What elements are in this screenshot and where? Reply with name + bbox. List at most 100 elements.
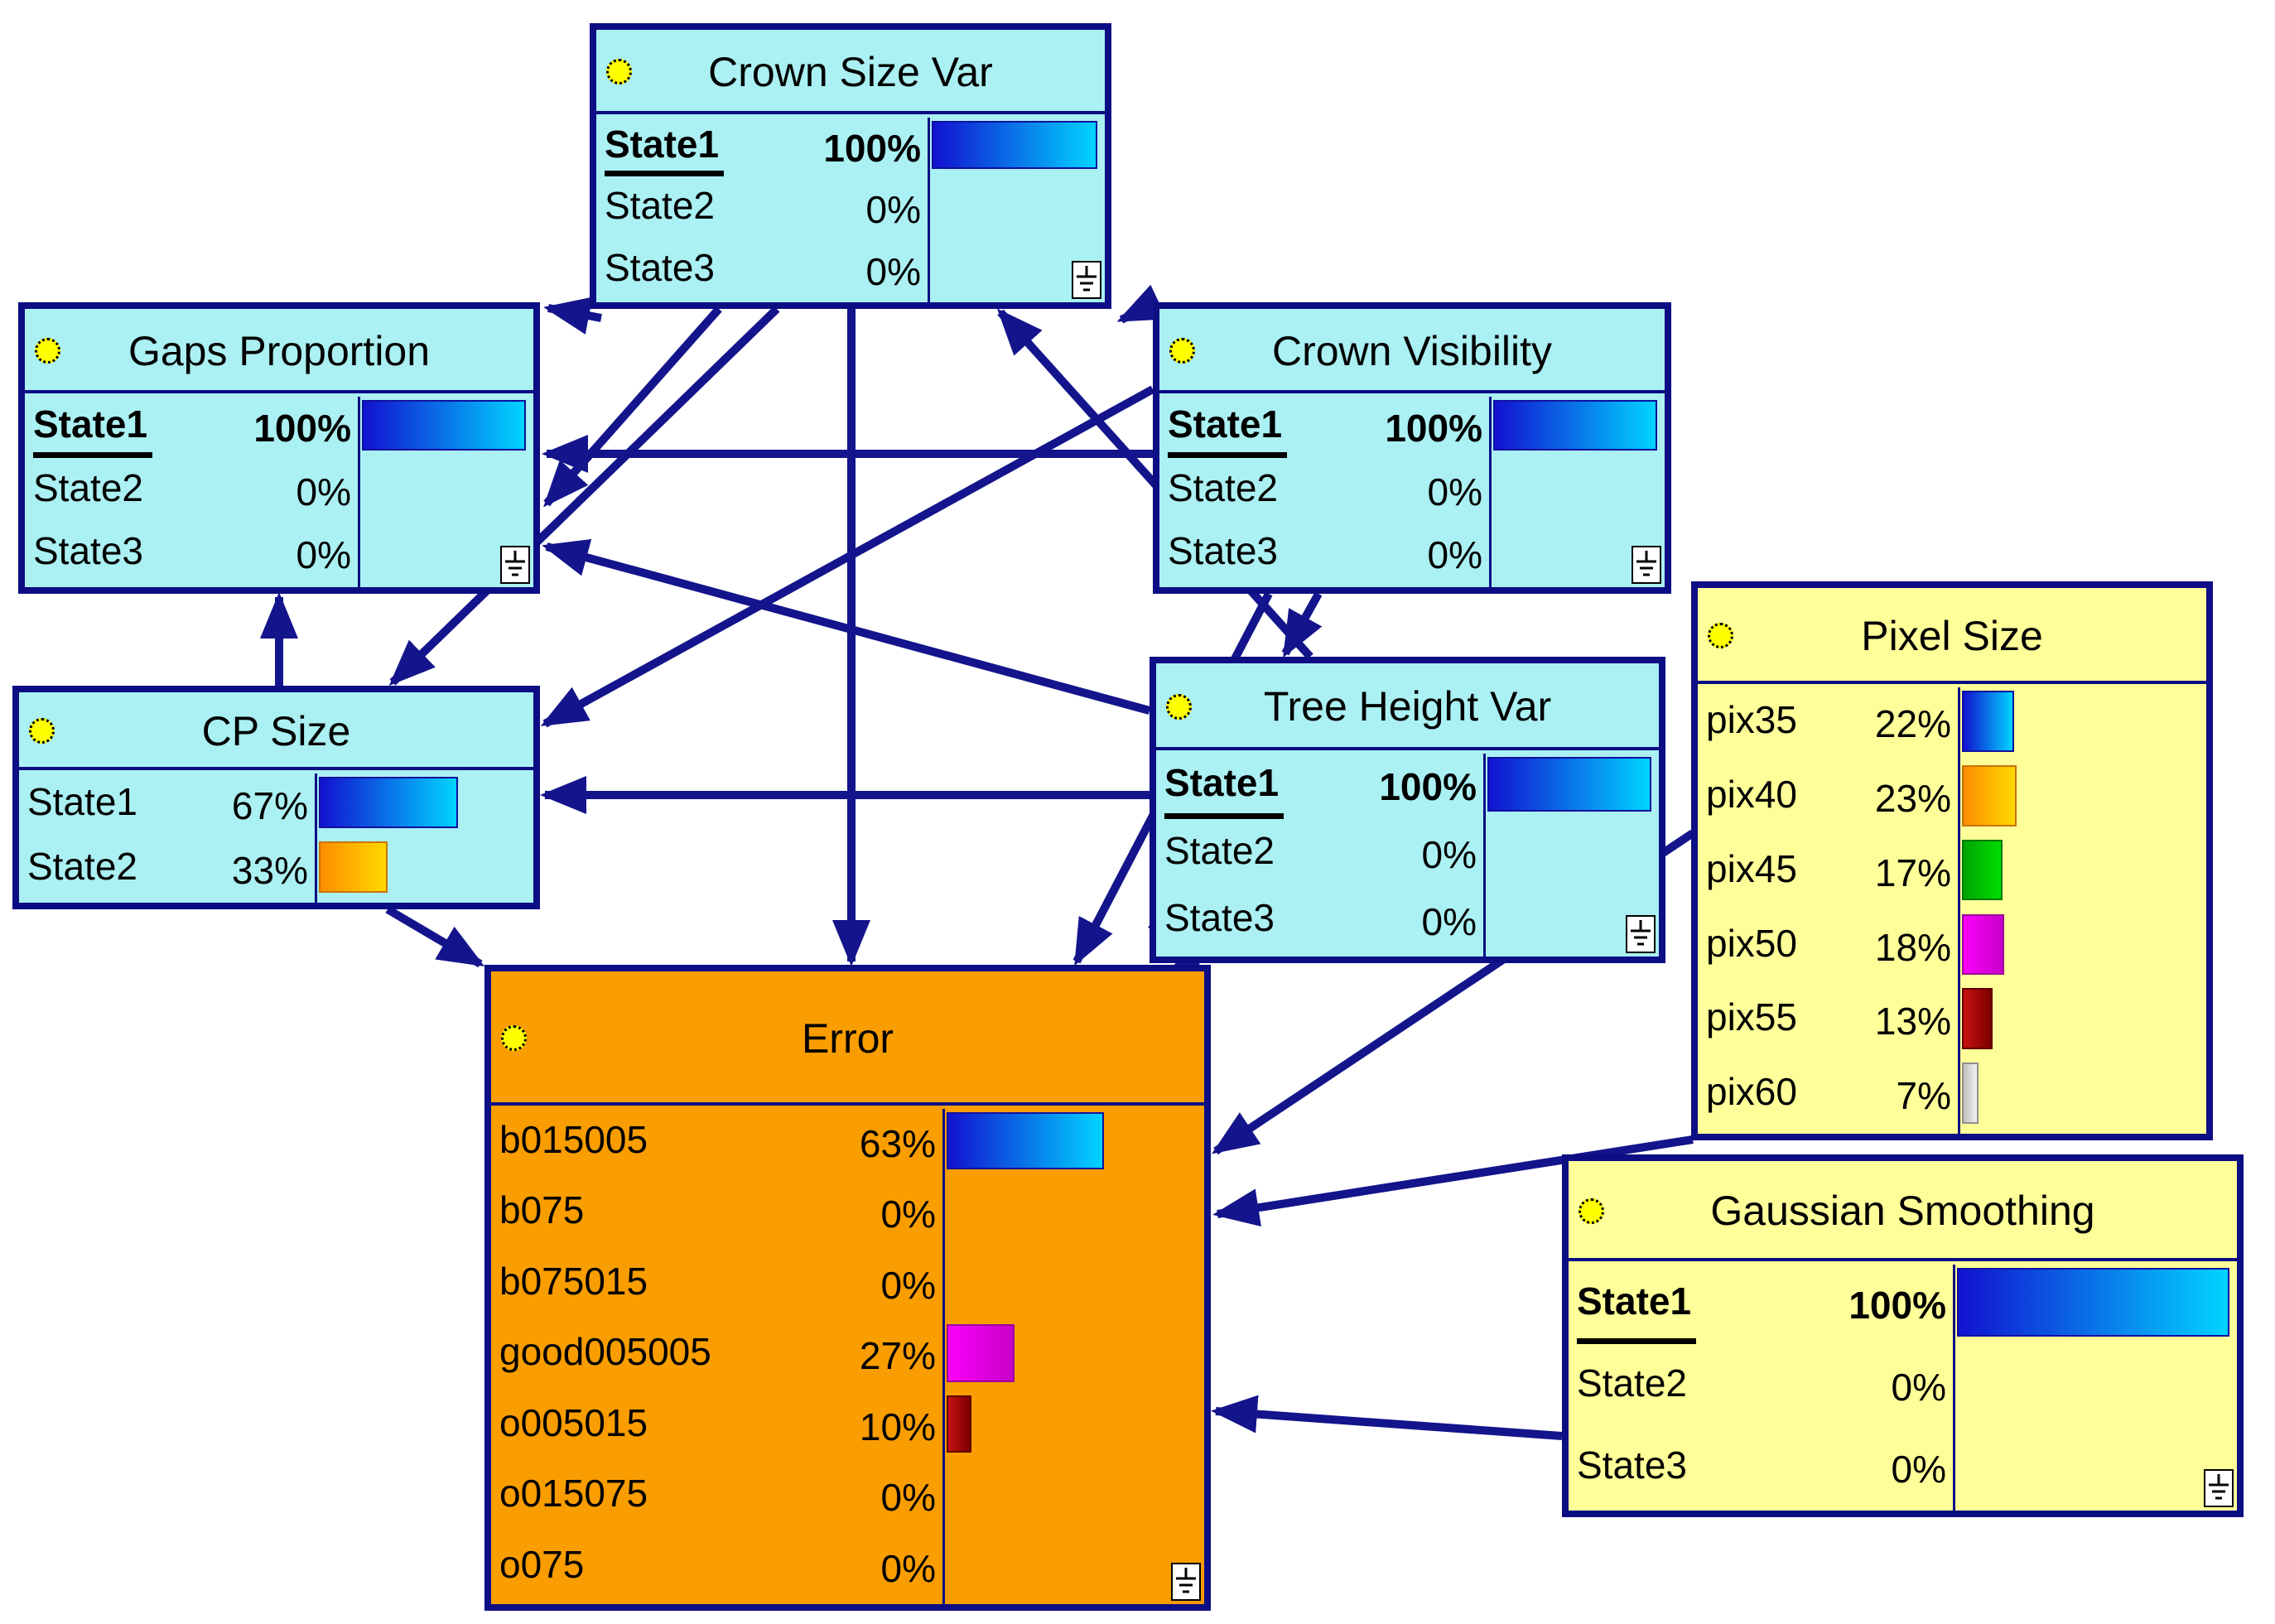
status-circle-icon — [35, 338, 60, 364]
edge-cp-size-to-error — [385, 905, 485, 968]
state-label: good005005 — [499, 1330, 711, 1374]
state-probability: 0% — [1427, 533, 1482, 577]
state-label: b075015 — [499, 1259, 648, 1303]
state-probability: 0% — [1891, 1366, 1946, 1409]
state-probability: 0% — [1421, 832, 1477, 876]
state-probability: 33% — [231, 849, 308, 892]
state-row-pix40: pix40 23% — [1698, 762, 2206, 836]
state-label: State1 — [33, 397, 153, 458]
state-label: State1 — [1577, 1265, 1697, 1344]
state-label: State3 — [33, 529, 143, 573]
node-title: Pixel Size — [1861, 613, 2043, 659]
state-label: o075 — [499, 1542, 585, 1586]
state-probability: 100% — [823, 127, 921, 170]
state-label: State3 — [1168, 529, 1278, 573]
table-edit-icon[interactable] — [1171, 1563, 1201, 1601]
state-label: pix50 — [1706, 921, 1797, 965]
state-label: pix40 — [1706, 772, 1797, 816]
state-probability: 100% — [253, 407, 351, 450]
state-probability: 17% — [1874, 851, 1951, 894]
state-label: o015075 — [499, 1472, 648, 1516]
table-edit-icon[interactable] — [500, 546, 530, 584]
table-edit-icon[interactable] — [1626, 915, 1656, 953]
state-label: State1 — [1164, 754, 1285, 819]
state-probability: 0% — [880, 1193, 936, 1236]
edge-pixel-size-to-error — [1212, 1135, 1694, 1226]
state-label: State3 — [605, 245, 715, 289]
node-title: CP Size — [201, 708, 351, 754]
state-probability: 0% — [880, 1476, 936, 1520]
state-label: o005015 — [499, 1400, 648, 1444]
edge-crown-visibility-to-cp-size — [540, 385, 1155, 728]
state-row-State3: State3 0% — [25, 523, 533, 587]
node-title: Gaps Proportion — [128, 328, 431, 374]
edge-tree-height-var-to-gaps-proportion — [542, 538, 1151, 715]
state-row-State1: State1 100% — [25, 397, 533, 460]
table-edit-icon[interactable] — [1072, 261, 1101, 299]
probability-bar — [319, 777, 458, 828]
probability-bar — [1962, 1063, 1979, 1124]
status-circle-icon — [501, 1025, 527, 1051]
probability-bar — [947, 1324, 1015, 1382]
column-divider — [1483, 754, 1486, 957]
state-label: State1 — [27, 780, 137, 823]
state-probability: 0% — [296, 533, 351, 577]
probability-bar — [362, 400, 526, 451]
probability-bar — [1962, 913, 2004, 976]
table-edit-icon[interactable] — [1632, 546, 1661, 584]
state-label: b015005 — [499, 1118, 648, 1161]
status-circle-icon — [1169, 338, 1195, 364]
state-label: pix45 — [1706, 846, 1797, 890]
node-title: Crown Visibility — [1271, 328, 1553, 374]
state-probability: 67% — [231, 784, 308, 827]
probability-bar — [932, 121, 1097, 170]
state-label: State2 — [1164, 828, 1275, 872]
table-edit-icon[interactable] — [2204, 1469, 2234, 1507]
edge-gaussian-smoothing-to-error — [1211, 1395, 1563, 1440]
state-row-State3: State3 0% — [1159, 523, 1665, 587]
column-divider — [1953, 1265, 1955, 1511]
state-probability: 100% — [1848, 1284, 1946, 1327]
state-probability: 18% — [1874, 925, 1951, 969]
status-circle-icon — [1708, 623, 1733, 648]
probability-bar — [1493, 400, 1657, 451]
probability-bar — [1487, 757, 1651, 812]
state-row-State1: State1 100% — [1569, 1265, 2237, 1347]
state-label: pix35 — [1706, 698, 1797, 741]
state-probability: 100% — [1385, 407, 1482, 450]
probability-bar — [1962, 691, 2014, 752]
state-probability: 23% — [1874, 776, 1951, 820]
state-probability: 0% — [1427, 470, 1482, 513]
probability-bar — [1962, 988, 1993, 1050]
state-label: State3 — [1577, 1443, 1687, 1487]
node-title: Gaussian Smoothing — [1710, 1188, 2095, 1234]
state-row-pix50: pix50 18% — [1698, 911, 2206, 985]
edge-crown-size-var-to-cp-size — [388, 306, 780, 687]
state-probability: 7% — [1896, 1074, 1951, 1118]
state-probability: 0% — [865, 188, 921, 232]
column-divider — [315, 773, 317, 903]
column-divider — [942, 1109, 945, 1604]
